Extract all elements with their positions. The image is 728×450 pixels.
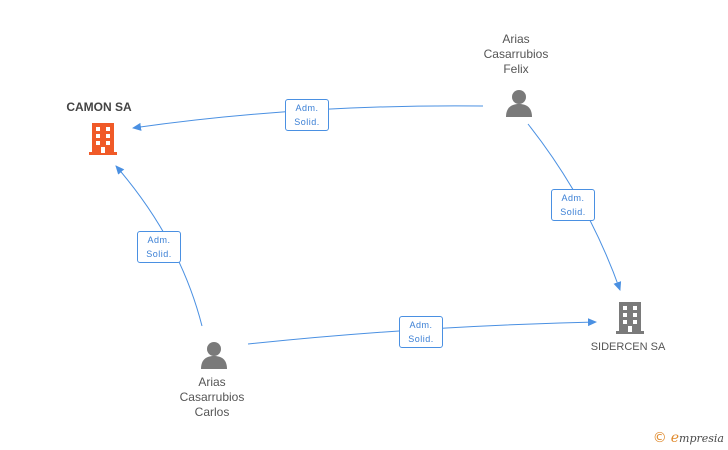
person-name-line: Arias: [198, 375, 226, 389]
person-name-line: Carlos: [194, 405, 230, 419]
edge-label-line: Adm.: [147, 235, 171, 245]
person-name-line: Felix: [503, 62, 529, 76]
building-icon[interactable]: [87, 121, 119, 160]
person-icon[interactable]: [199, 340, 229, 375]
brand-logo[interactable]: empresia: [671, 429, 724, 447]
brand-logo-text: mpresia: [679, 432, 724, 445]
building-icon[interactable]: [614, 300, 646, 339]
company-name-sidercen[interactable]: SIDERCEN SA: [590, 341, 666, 353]
edge-label-felix-sidercen[interactable]: Adm. Solid.: [551, 189, 595, 221]
person-name-carlos[interactable]: Arias Casarrubios Carlos: [167, 375, 257, 420]
edge-label-line: Solid.: [146, 249, 172, 259]
edge-label-line: Adm.: [295, 103, 319, 113]
person-name-felix[interactable]: Arias Casarrubios Felix: [471, 32, 561, 77]
brand-footer: © empresia: [653, 430, 724, 446]
edge-label-line: Solid.: [560, 207, 586, 217]
edge-label-carlos-camon[interactable]: Adm. Solid.: [137, 231, 181, 263]
edge-label-carlos-sidercen[interactable]: Adm. Solid.: [399, 316, 443, 348]
person-name-line: Casarrubios: [179, 390, 245, 404]
edge-label-line: Solid.: [408, 334, 434, 344]
person-name-line: Casarrubios: [483, 47, 549, 61]
edge-label-felix-camon[interactable]: Adm. Solid.: [285, 99, 329, 131]
edge-label-line: Adm.: [561, 193, 585, 203]
person-icon[interactable]: [504, 88, 534, 123]
brand-logo-initial: e: [670, 430, 680, 446]
copyright-symbol: ©: [652, 430, 667, 446]
person-name-line: Arias: [502, 32, 530, 46]
edge-label-line: Adm.: [409, 320, 433, 330]
edge-label-line: Solid.: [294, 117, 320, 127]
company-name-camon[interactable]: CAMON SA: [66, 100, 132, 114]
